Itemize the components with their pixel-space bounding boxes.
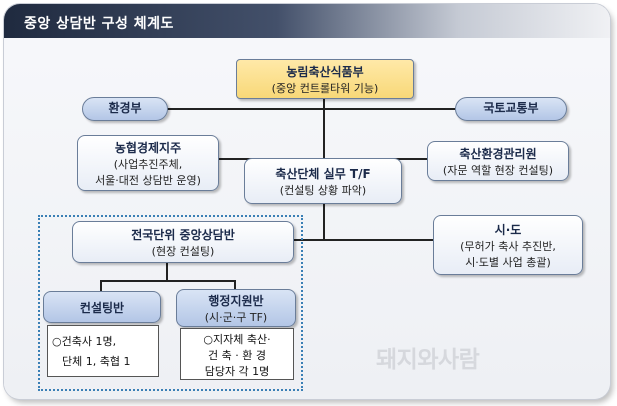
node-admin-members: ○지자체 축산· 건 축 · 환 경 담당자 각 1명	[180, 328, 294, 380]
node-admin-line2: 건 축 · 환 경	[208, 349, 266, 362]
node-nonghyup-title: 농협경제지주	[114, 140, 182, 155]
node-consulting-line2: 단체 1, 축협 1	[62, 355, 131, 368]
node-ministry: 농림축산식품부 (중앙 컨트롤타워 기능)	[236, 59, 414, 99]
node-consulting-title: 컨설팅반	[79, 300, 125, 315]
node-province-sub2: 시·도별 사업 총괄)	[465, 255, 551, 269]
node-province: 시·도 (무허가 축사 추진반, 시·도별 사업 총괄)	[433, 215, 583, 275]
node-admin: 행정지원반 (시·군·구 TF)	[176, 289, 296, 327]
node-nonghyup-sub1: (사업추진주체,	[113, 157, 183, 171]
node-nonghyup-sub2: 서울·대전 상담반 운영)	[95, 173, 201, 187]
node-taskforce-sub: (컨설팅 상황 파악)	[279, 183, 367, 197]
node-ministry-sub: (중앙 컨트롤타워 기능)	[271, 81, 379, 95]
node-province-title: 시·도	[494, 222, 522, 237]
node-admin-line3: 담당자 각 1명	[204, 365, 270, 378]
node-central-title: 전국단위 중앙상담반	[131, 227, 235, 242]
node-nonghyup: 농협경제지주 (사업추진주체, 서울·대전 상담반 운영)	[77, 135, 219, 191]
connector-row-1	[165, 108, 455, 110]
node-consulting-members: ○건축사 1명, 단체 1, 축협 1	[47, 325, 159, 377]
node-livestock-env: 축산환경관리원 (자문 역할 현장 컨설팅)	[427, 141, 569, 181]
node-province-sub1: (무허가 축사 추진반,	[460, 239, 556, 253]
connector-central-down	[166, 262, 168, 282]
watermark-logo: 돼지와사람	[376, 347, 480, 373]
node-admin-line1: ○지자체 축산·	[203, 333, 271, 346]
node-admin-title: 행정지원반	[208, 293, 264, 308]
node-taskforce: 축산단체 실무 T/F (컨설팅 상황 파악)	[244, 158, 402, 204]
connector-branch	[100, 280, 236, 282]
node-consulting-line1: ○건축사 1명,	[52, 335, 117, 348]
node-central: 전국단위 중앙상담반 (현장 컨설팅)	[72, 221, 294, 263]
connector-left-down	[100, 280, 102, 293]
node-ministry-title: 농림축산식품부	[286, 64, 364, 79]
node-livestock-env-sub: (자문 역할 현장 컨설팅)	[442, 163, 554, 177]
title-bar: 중앙 상담반 구성 체계도	[4, 4, 610, 38]
node-livestock-env-title: 축산환경관리원	[459, 146, 537, 161]
node-admin-sub: (시·군·구 TF)	[204, 310, 268, 324]
node-taskforce-title: 축산단체 실무 T/F	[275, 166, 371, 181]
central-group-outline	[38, 215, 303, 391]
node-environment: 환경부	[82, 97, 168, 121]
connector-right-down	[234, 280, 236, 293]
connector-row-3	[290, 239, 446, 241]
node-land: 국토교통부	[455, 97, 567, 121]
node-central-sub: (현장 컨설팅)	[151, 244, 215, 258]
node-consulting: 컨설팅반	[43, 291, 161, 323]
diagram-title: 중앙 상담반 구성 체계도	[24, 16, 174, 32]
